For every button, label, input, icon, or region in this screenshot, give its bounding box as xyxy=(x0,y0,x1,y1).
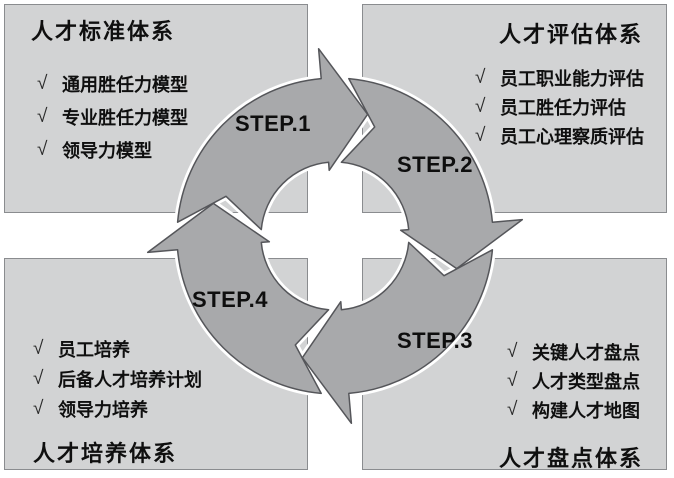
step-2-label: STEP.2 xyxy=(397,152,473,177)
list-item: √ 员工心理察质评估 xyxy=(475,121,644,150)
list-item: √ 构建人才地图 xyxy=(507,395,640,424)
step-4-label: STEP.4 xyxy=(192,287,268,312)
check-icon: √ xyxy=(37,105,48,127)
list-item: √ 后备人才培养计划 xyxy=(33,364,202,394)
panel-title-talent-standard: 人才标准体系 xyxy=(31,19,176,44)
check-list-evaluation: √ 员工职业能力评估 √ 员工胜任力评估 √ 员工心理察质评估 xyxy=(475,63,644,150)
list-item-label: 关键人才盘点 xyxy=(532,342,640,363)
list-item: √ 领导力模型 xyxy=(37,133,188,166)
panel-talent-standard: 人才标准体系 √ 通用胜任力模型 √ 专业胜任力模型 √ 领导力模型 xyxy=(4,4,308,213)
check-list-inventory: √ 关键人才盘点 √ 人才类型盘点 √ 构建人才地图 xyxy=(507,337,640,424)
panel-talent-inventory: √ 关键人才盘点 √ 人才类型盘点 √ 构建人才地图 人才盘点体系 xyxy=(362,258,667,471)
check-icon: √ xyxy=(507,398,518,420)
check-icon: √ xyxy=(33,338,44,359)
list-item: √ 人才类型盘点 xyxy=(507,366,640,395)
panel-title-talent-development: 人才培养体系 xyxy=(33,441,178,466)
list-item-label: 构建人才地图 xyxy=(532,400,640,421)
list-item-label: 员工培养 xyxy=(58,340,130,360)
check-icon: √ xyxy=(475,95,486,117)
list-item: √ 领导力培养 xyxy=(33,394,202,424)
list-item-label: 通用胜任力模型 xyxy=(62,74,188,95)
list-item: √ 关键人才盘点 xyxy=(507,337,640,366)
check-icon: √ xyxy=(33,368,44,389)
check-icon: √ xyxy=(37,138,48,160)
list-item-label: 员工胜任力评估 xyxy=(500,97,626,118)
list-item: √ 通用胜任力模型 xyxy=(37,67,188,100)
step-3-label: STEP.3 xyxy=(397,328,473,353)
list-item-label: 领导力模型 xyxy=(62,140,152,161)
check-list-development: √ 员工培养 √ 后备人才培养计划 √ 领导力培养 xyxy=(33,334,202,424)
list-item-label: 员工职业能力评估 xyxy=(500,68,644,89)
check-icon: √ xyxy=(507,340,518,362)
check-icon: √ xyxy=(33,398,44,419)
list-item-label: 领导力培养 xyxy=(58,400,148,420)
list-item: √ 专业胜任力模型 xyxy=(37,100,188,133)
panel-title-talent-evaluation: 人才评估体系 xyxy=(498,22,643,47)
list-item-label: 专业胜任力模型 xyxy=(62,107,188,128)
check-icon: √ xyxy=(475,124,486,146)
check-icon: √ xyxy=(37,72,48,94)
check-icon: √ xyxy=(507,369,518,391)
step-1-label: STEP.1 xyxy=(235,111,311,136)
panel-title-talent-inventory: 人才盘点体系 xyxy=(498,446,643,471)
list-item: √ 员工培养 xyxy=(33,334,202,364)
list-item: √ 员工职业能力评估 xyxy=(475,63,644,92)
check-icon: √ xyxy=(475,66,486,88)
list-item-label: 后备人才培养计划 xyxy=(58,370,202,390)
panel-talent-evaluation: 人才评估体系 √ 员工职业能力评估 √ 员工胜任力评估 √ 员工心理察质评估 xyxy=(362,4,667,213)
list-item-label: 人才类型盘点 xyxy=(532,371,640,392)
check-list-standard: √ 通用胜任力模型 √ 专业胜任力模型 √ 领导力模型 xyxy=(37,67,188,166)
list-item: √ 员工胜任力评估 xyxy=(475,92,644,121)
list-item-label: 员工心理察质评估 xyxy=(500,126,644,147)
